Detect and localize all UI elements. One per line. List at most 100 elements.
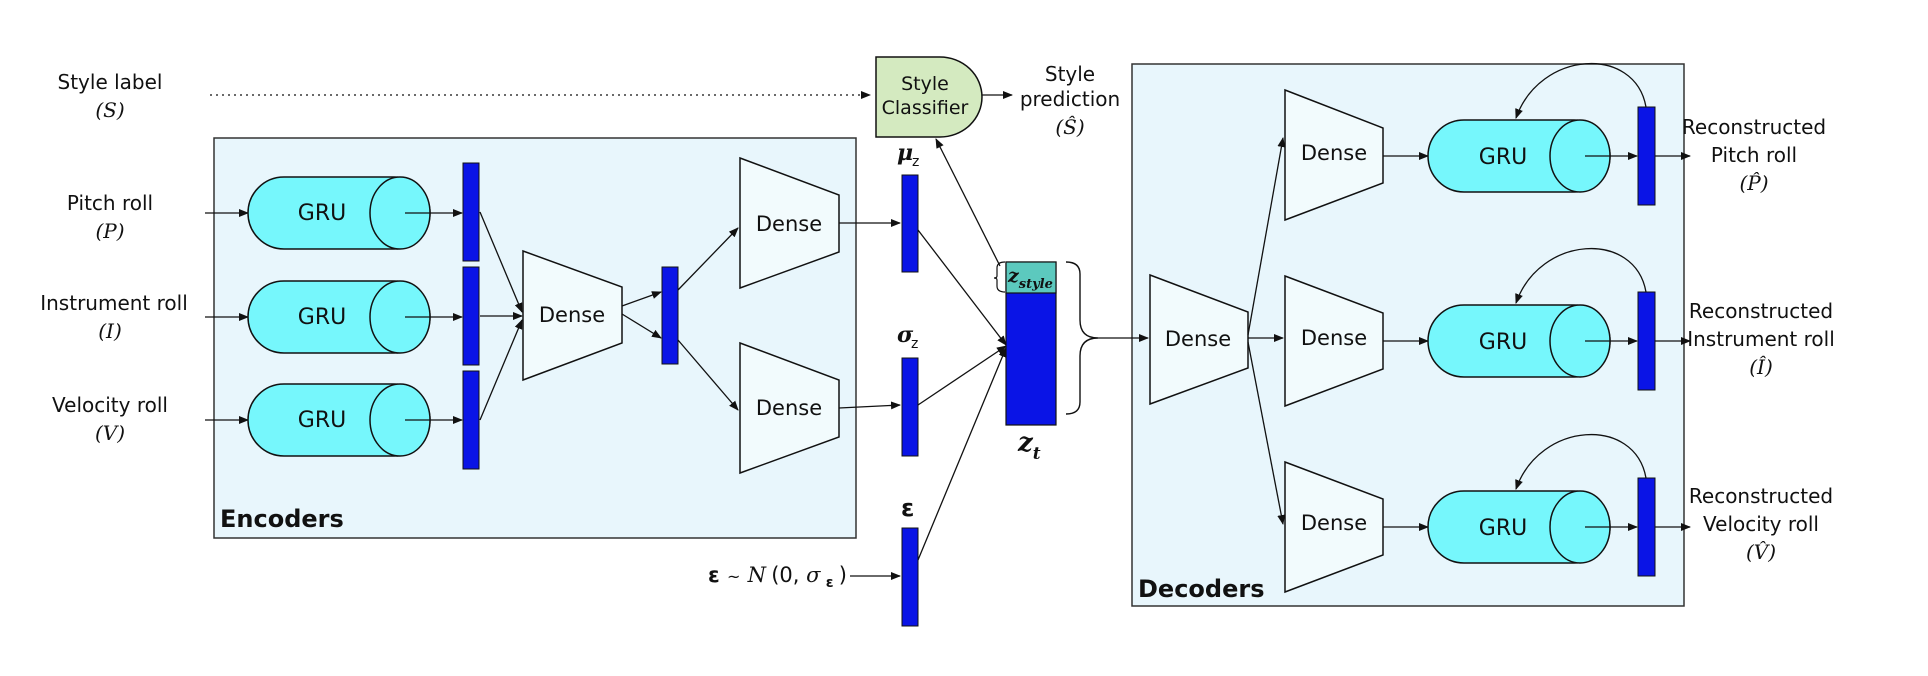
velocity-roll-symbol: (V) bbox=[95, 421, 125, 445]
z-style-brace bbox=[993, 261, 1006, 293]
z-style-segment bbox=[1005, 261, 1057, 294]
noise-close: ) bbox=[839, 563, 847, 587]
epsilon-vector bbox=[901, 527, 919, 627]
z-style-main: z bbox=[1007, 265, 1020, 287]
decoder-dense-pitch-label: Dense bbox=[1301, 141, 1367, 165]
style-label-symbol: (S) bbox=[95, 98, 124, 122]
out-velocity-line1: Reconstructed bbox=[1689, 484, 1833, 508]
decoders-title: Decoders bbox=[1138, 575, 1265, 603]
encoder-gru-velocity-label: GRU bbox=[298, 408, 346, 433]
style-prediction-line2: prediction bbox=[1020, 87, 1120, 111]
enc-merge-arrow-1 bbox=[479, 211, 523, 313]
decoder-dense-velocity-label: Dense bbox=[1301, 511, 1367, 535]
decoder-dense-shared-label: Dense bbox=[1165, 327, 1231, 351]
mu-subscript: z bbox=[912, 154, 919, 170]
enc-vector-instrument bbox=[462, 266, 480, 366]
hidden-to-sigma-dense-arrow bbox=[677, 339, 739, 411]
noise-sigma: σ bbox=[806, 563, 821, 587]
noise-eps: ε bbox=[708, 563, 720, 587]
encoder-dense-mu-label: Dense bbox=[756, 212, 822, 236]
sigma-subscript: z bbox=[911, 336, 918, 352]
noise-distribution-label: ε ~ N (0, σ ε ) bbox=[708, 563, 847, 592]
decoder-dense-shared: Dense bbox=[1149, 273, 1249, 406]
zt-brace bbox=[1065, 261, 1099, 415]
out-pitch-symbol: (P̂) bbox=[1739, 171, 1768, 195]
pitch-roll-symbol: (P) bbox=[95, 219, 124, 243]
mu-symbol: μ bbox=[897, 140, 913, 166]
dec-vector-instrument bbox=[1637, 291, 1656, 391]
enc-dense-out-arrow-2 bbox=[621, 313, 662, 339]
out-instrument-symbol: (Î) bbox=[1749, 355, 1773, 379]
epsilon-to-zt-arrow bbox=[917, 347, 1007, 561]
decoder-gru-instrument-label: GRU bbox=[1479, 330, 1527, 355]
zstyle-to-classifier-arrow bbox=[935, 138, 1001, 267]
out-pitch-line1: Reconstructed bbox=[1682, 115, 1826, 139]
decoder-gru-velocity-label: GRU bbox=[1479, 516, 1527, 541]
out-velocity-symbol: (V̂) bbox=[1746, 540, 1776, 564]
decoder-gru-velocity: GRU bbox=[1427, 490, 1611, 564]
encoder-dense-merge: Dense bbox=[522, 249, 623, 382]
dec-vector-pitch bbox=[1637, 106, 1656, 206]
noise-args: (0, bbox=[771, 563, 806, 587]
dec-shared-to-pitch-arrow bbox=[1247, 137, 1286, 336]
out-pitch-line2: Pitch roll bbox=[1711, 143, 1797, 167]
instrument-roll-label: Instrument roll bbox=[40, 291, 188, 315]
enc-vector-pitch bbox=[462, 162, 480, 262]
dec-pitch-recurrent-arrow bbox=[1515, 63, 1647, 119]
encoder-gru-instrument: GRU bbox=[247, 280, 431, 354]
dec-velocity-recurrent-arrow bbox=[1515, 434, 1647, 490]
style-classifier: Style Classifier bbox=[875, 56, 983, 138]
zt-label: zt bbox=[1017, 428, 1041, 464]
style-prediction-symbol: (Ŝ) bbox=[1055, 114, 1084, 139]
decoder-gru-pitch: GRU bbox=[1427, 119, 1611, 193]
decoder-gru-instrument: GRU bbox=[1427, 304, 1611, 378]
encoder-dense-sigma: Dense bbox=[739, 341, 840, 475]
dec-vector-velocity bbox=[1637, 477, 1656, 577]
z-style-label: zstyle bbox=[1007, 265, 1053, 292]
encoders-title: Encoders bbox=[220, 505, 344, 533]
decoder-dense-instrument: Dense bbox=[1284, 274, 1384, 408]
encoder-gru-pitch-label: GRU bbox=[298, 201, 346, 226]
enc-vector-velocity bbox=[462, 370, 480, 470]
enc-hidden-vector bbox=[661, 266, 679, 365]
encoder-gru-pitch: GRU bbox=[247, 176, 431, 250]
enc-merge-arrow-3 bbox=[479, 319, 523, 421]
out-velocity-line2: Velocity roll bbox=[1703, 512, 1819, 536]
zt-main: z bbox=[1017, 428, 1034, 458]
decoder-gru-pitch-label: GRU bbox=[1479, 145, 1527, 170]
epsilon-symbol: ε bbox=[901, 494, 914, 522]
z-style-sub: style bbox=[1019, 277, 1053, 292]
style-label-text: Style label bbox=[58, 70, 163, 94]
mu-vector bbox=[901, 174, 919, 273]
style-classifier-line2: Classifier bbox=[882, 97, 969, 119]
encoder-dense-merge-label: Dense bbox=[539, 303, 605, 327]
out-instrument-line2: Instrument roll bbox=[1687, 327, 1835, 351]
out-instrument-line1: Reconstructed bbox=[1689, 299, 1833, 323]
sigma-to-zt-arrow bbox=[917, 345, 1007, 406]
velocity-roll-label: Velocity roll bbox=[52, 393, 168, 417]
style-prediction-line1: Style bbox=[1045, 62, 1095, 86]
hidden-to-mu-dense-arrow bbox=[677, 227, 739, 291]
dec-instrument-recurrent-arrow bbox=[1515, 248, 1647, 304]
zt-sub: t bbox=[1033, 444, 1041, 464]
encoder-gru-velocity: GRU bbox=[247, 383, 431, 457]
encoder-dense-mu: Dense bbox=[739, 156, 840, 290]
dec-shared-to-velocity-arrow bbox=[1247, 341, 1286, 525]
dense-to-sigma-arrow bbox=[838, 401, 901, 410]
pitch-roll-label: Pitch roll bbox=[67, 191, 153, 215]
noise-tilde: ~ bbox=[727, 567, 740, 586]
enc-dense-out-arrow-1 bbox=[621, 291, 662, 307]
decoder-dense-velocity: Dense bbox=[1284, 460, 1384, 594]
sigma-vector bbox=[901, 357, 919, 457]
sigma-symbol: σ bbox=[897, 322, 914, 348]
decoder-dense-pitch: Dense bbox=[1284, 88, 1384, 222]
noise-sigma-sub: ε bbox=[826, 575, 834, 591]
style-classifier-line1: Style bbox=[901, 73, 949, 95]
mu-to-zt-arrow bbox=[917, 229, 1007, 346]
decoder-dense-instrument-label: Dense bbox=[1301, 326, 1367, 350]
encoder-dense-sigma-label: Dense bbox=[756, 396, 822, 420]
encoder-gru-instrument-label: GRU bbox=[298, 305, 346, 330]
noise-N: N bbox=[747, 563, 767, 587]
